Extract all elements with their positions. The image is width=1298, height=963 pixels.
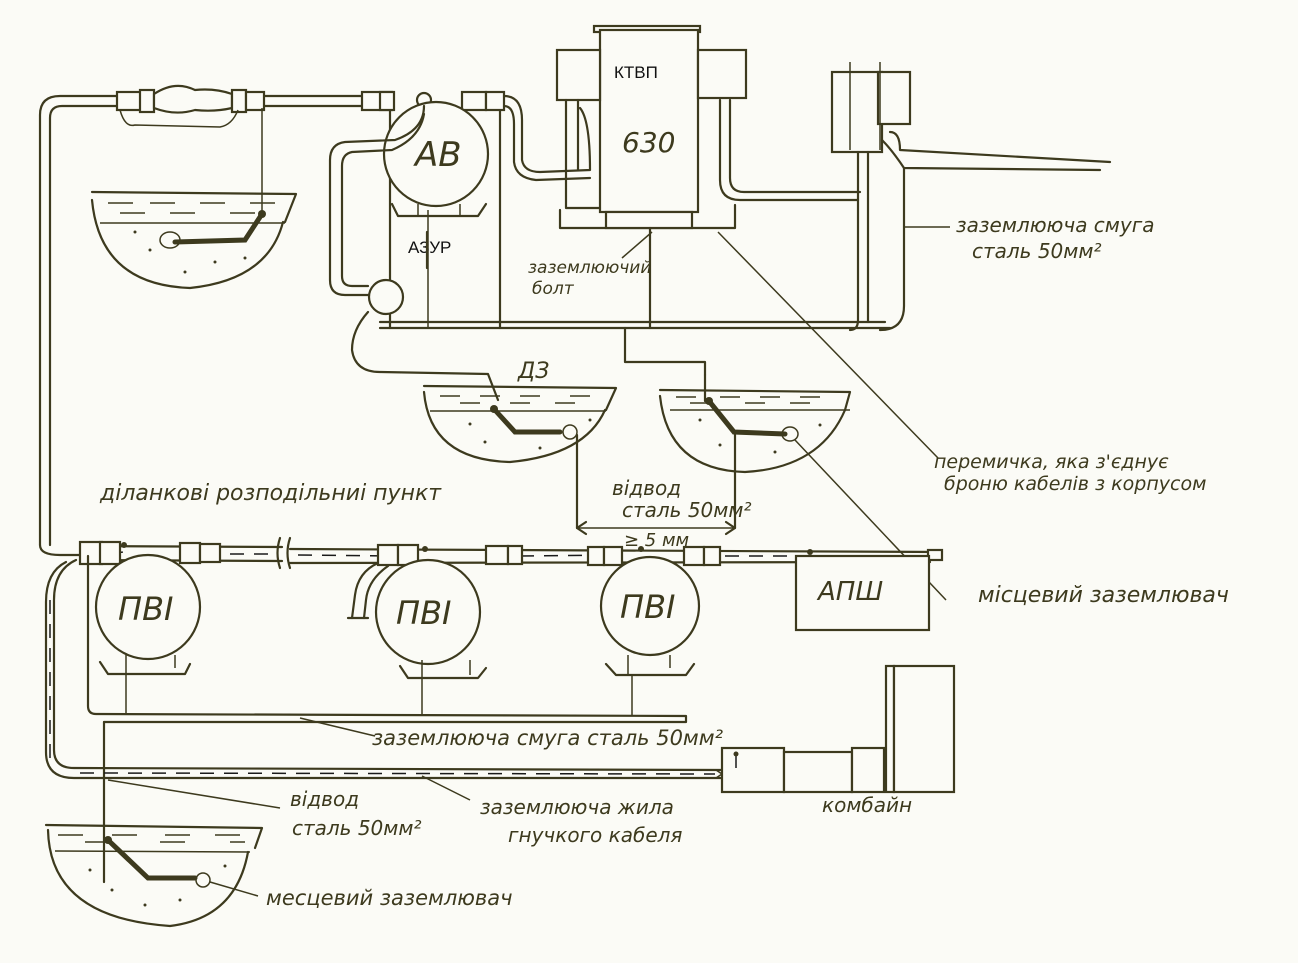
svg-text:ПВІ: ПВІ	[620, 588, 675, 626]
transformer-type-label: КТВП	[614, 63, 658, 82]
pvi-starter-3: ПВІ	[599, 555, 701, 715]
svg-text:АПШ: АПШ	[816, 577, 883, 607]
distance-dimension: ≥ 5 мм	[575, 520, 737, 551]
jumper-leader	[717, 231, 939, 459]
combine-machine: комбайн	[720, 664, 956, 817]
svg-text:≥ 5 мм: ≥ 5 мм	[624, 530, 689, 551]
local-earth-pit-top-left	[90, 108, 298, 290]
svg-text:сталь 50мм²: сталь 50мм²	[622, 498, 751, 522]
annotation-grounding-bolt: заземлюючий болт	[528, 231, 653, 299]
svg-text:заземлююча жила: заземлююча жила	[480, 795, 674, 819]
svg-text:комбайн: комбайн	[822, 793, 912, 817]
azur-label: АЗУР	[408, 238, 451, 257]
svg-text:перемичка, яка з'єднує: перемичка, яка з'єднує	[934, 451, 1169, 473]
svg-text:відвод: відвод	[612, 476, 681, 500]
svg-text:місцевий заземлювач: місцевий заземлювач	[978, 583, 1229, 608]
svg-text:ПВІ: ПВІ	[396, 594, 451, 632]
top-cable-line	[38, 94, 367, 547]
pvi-starter-1: ПВІ	[94, 553, 202, 715]
annotation-local-earth-right: місцевий заземлювач	[978, 583, 1229, 608]
grounding-strip-bottom	[86, 554, 688, 884]
flexible-cable	[44, 558, 724, 801]
pvi-connectors	[78, 540, 813, 567]
svg-text:ДЗ: ДЗ	[517, 359, 549, 384]
svg-text:заземлююча смуга: заземлююча смуга	[956, 213, 1155, 237]
annotation-grounding-strip-bottom: заземлююча смуга сталь 50мм²	[372, 726, 724, 750]
local-earth-pit-bottom	[44, 823, 264, 928]
svg-text:броню кабелів з корпусом: броню кабелів з корпусом	[944, 473, 1206, 495]
cable-coupling	[115, 84, 266, 128]
pvi-side-cable	[346, 561, 390, 620]
av-to-relay-cable	[328, 104, 426, 297]
right-switch-block	[830, 62, 1112, 332]
central-earth-dz: ДЗ	[422, 326, 707, 530]
annotation-local-earth-bottom: месцевий заземлювач	[266, 886, 513, 910]
annotation-jumper: перемичка, яка з'єднує броню кабелів з к…	[934, 451, 1206, 495]
svg-text:ПВІ: ПВІ	[118, 590, 173, 628]
earth-leakage-relay-element	[350, 278, 500, 402]
pvi-starter-2: ПВІ	[374, 558, 488, 715]
apsh-lighting-unit: АПШ	[794, 554, 931, 632]
av-label: АВ	[413, 135, 462, 175]
annotation-flexible-cable-core: заземлююча жила гнучкого кабеля	[480, 795, 682, 847]
annotation-branch-top: відвод сталь 50мм²	[612, 476, 751, 522]
transformer-ktvp: КТВП 630	[555, 24, 862, 330]
distribution-point-label: діланкові розподільниі пункт	[99, 481, 442, 506]
annotation-branch-bottom: відвод сталь 50мм²	[107, 779, 421, 840]
transformer-rating-label: 630	[622, 126, 675, 159]
av-breaker: АВ	[382, 100, 490, 218]
av-to-transformer-cable	[502, 94, 592, 174]
svg-text:відвод: відвод	[290, 787, 359, 811]
annotation-grounding-strip-top: заземлююча смуга сталь 50мм²	[956, 213, 1155, 263]
svg-text:гнучкого кабеля: гнучкого кабеля	[508, 823, 682, 847]
svg-text:сталь 50мм²: сталь 50мм²	[292, 816, 421, 840]
svg-text:болт: болт	[532, 279, 575, 299]
svg-text:заземлюючий: заземлюючий	[528, 258, 651, 278]
svg-text:сталь 50мм²: сталь 50мм²	[972, 239, 1101, 263]
